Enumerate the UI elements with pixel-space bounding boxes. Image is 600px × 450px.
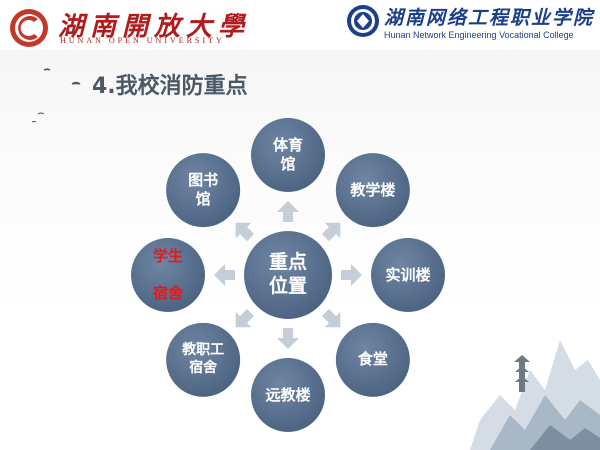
arrow-to-distance-education-building [277,328,299,349]
hunan-network-college-logo [347,5,379,37]
location-circle-library [166,153,241,228]
location-circle-student-dormitory [131,238,205,312]
location-label-training-building: 实训楼 [385,265,431,284]
location-label-distance-education-building: 远教楼 [265,385,311,404]
arrow-to-library [235,222,255,242]
arrow-to-canteen [321,308,341,328]
center-circle-key-locations [244,231,332,319]
flying-birds-decoration [31,68,81,123]
center-label-key-locations: 重点 位置 [268,251,307,297]
right-school-name-cn: 湖南网络工程职业学院 [384,7,595,29]
header-bar: 湖南開放大學 HUNAN OPEN UNIVERSITY 湖南网络工程职业学院 … [0,0,600,50]
right-school-name: 湖南网络工程职业学院 Hunan Network Engineering Voc… [384,3,594,45]
left-school-name-cn: 湖南開放大學 [58,12,251,42]
location-circle-training-building [371,238,445,312]
ink-mountain-pagoda-decoration [470,340,600,450]
slide-title: 4.我校消防重点 [92,74,248,99]
left-school-name-en: HUNAN OPEN UNIVERSITY [60,36,225,45]
location-label-library: 图书 馆 [188,171,219,209]
left-school-name: 湖南開放大學 HUNAN OPEN UNIVERSITY [58,6,248,46]
location-circle-canteen [335,322,410,397]
location-label-student-dormitory: 学生 宿舍 [152,246,183,303]
location-circle-gymnasium [251,118,325,192]
arrow-to-staff-dormitory [235,308,255,328]
right-school-name-en: Hunan Network Engineering Vocational Col… [384,30,574,40]
arrow-to-student-dormitory [214,264,235,286]
arrow-to-teaching-building [321,222,341,242]
location-label-canteen: 食堂 [357,350,388,369]
location-label-gymnasium: 体育 馆 [272,136,303,173]
location-circles [131,118,445,432]
location-label-staff-dormitory: 教职工 宿舍 [182,342,225,376]
direction-arrows [214,201,362,349]
location-circle-staff-dormitory [166,322,241,397]
location-label-teaching-building: 教学楼 [350,180,396,199]
arrow-to-gymnasium [277,201,299,222]
arrow-to-training-building [341,264,362,286]
location-circle-distance-education-building [251,358,325,432]
location-circle-teaching-building [335,153,410,228]
hunan-open-university-logo [10,9,48,47]
